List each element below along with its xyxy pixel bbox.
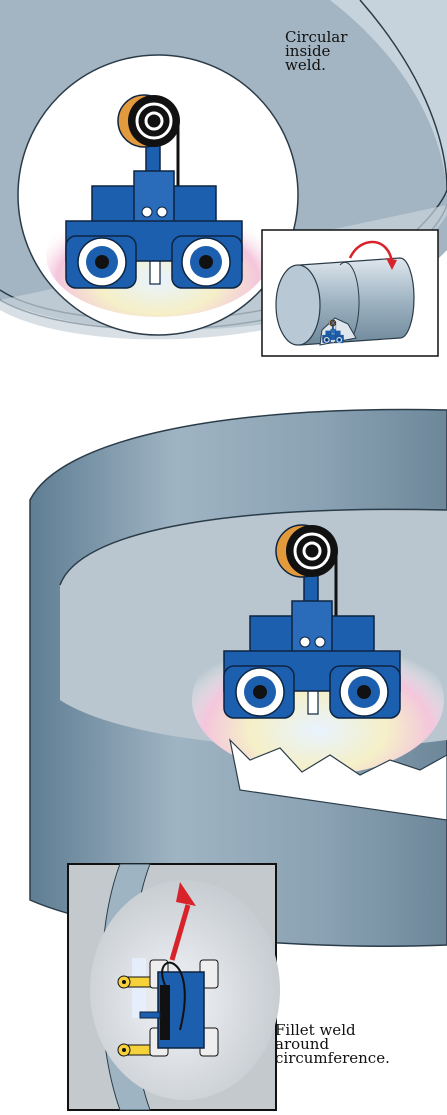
direction-arrow-icon <box>348 240 394 263</box>
direction-arrow-icon-fillet <box>169 904 191 961</box>
circular-weld-label: Circular inside weld. <box>285 28 348 74</box>
pipe-inset <box>261 229 439 357</box>
top-view-tractor-icon <box>117 959 219 1057</box>
tank-scene <box>29 408 447 947</box>
fillet-inset <box>67 863 280 1111</box>
fillet-weld-label: Fillet weld around circumference. <box>275 1021 390 1067</box>
